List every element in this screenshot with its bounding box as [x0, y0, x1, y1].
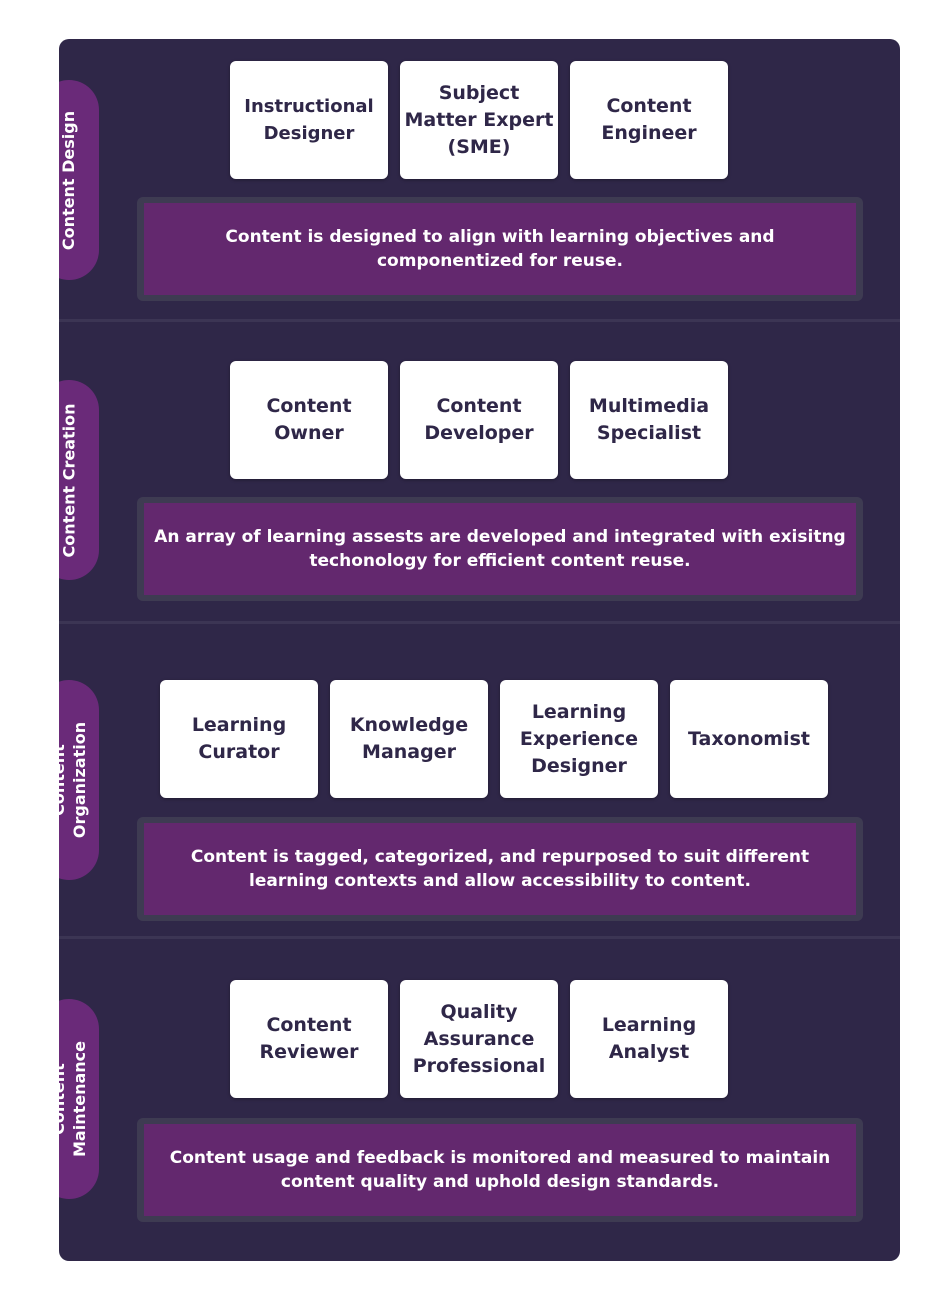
- role-card: Learning Curator: [160, 680, 318, 798]
- section-divider: [59, 319, 900, 322]
- role-card: Instructional Designer: [230, 61, 388, 179]
- description-box: An array of learning assests are develop…: [137, 497, 863, 601]
- description-text: An array of learning assests are develop…: [144, 503, 856, 595]
- description-box: Content is designed to align with learni…: [137, 197, 863, 301]
- section-tab-label: Content Maintenance: [59, 1040, 90, 1158]
- role-card: Content Developer: [400, 361, 558, 479]
- role-card: Multimedia Specialist: [570, 361, 728, 479]
- roles-diagram: Content Design Instructional Designer Su…: [59, 39, 900, 1261]
- section-tab: Content Creation: [59, 380, 99, 580]
- description-text: Content usage and feedback is monitored …: [144, 1124, 856, 1216]
- role-card: Taxonomist: [670, 680, 828, 798]
- role-card: Quality Assurance Professional: [400, 980, 558, 1098]
- role-card: Content Engineer: [570, 61, 728, 179]
- description-text: Content is tagged, categorized, and repu…: [144, 823, 856, 915]
- role-card: Content Owner: [230, 361, 388, 479]
- role-card: Learning Experience Designer: [500, 680, 658, 798]
- section-tab: Content Organization: [59, 680, 99, 880]
- section-content-organization: Content Organization Learning Curator Kn…: [59, 624, 900, 936]
- section-tab: Content Maintenance: [59, 999, 99, 1199]
- description-text: Content is designed to align with learni…: [144, 203, 856, 295]
- section-content-maintenance: Content Maintenance Content Reviewer Qua…: [59, 939, 900, 1261]
- section-divider: [59, 936, 900, 939]
- section-tab-label: Content Design: [59, 110, 79, 250]
- section-tab: Content Design: [59, 80, 99, 280]
- role-card: Learning Analyst: [570, 980, 728, 1098]
- role-card: Content Reviewer: [230, 980, 388, 1098]
- section-tab-label: Content Organization: [59, 721, 89, 839]
- description-box: Content usage and feedback is monitored …: [137, 1118, 863, 1222]
- section-content-creation: Content Creation Content Owner Content D…: [59, 322, 900, 621]
- section-content-design: Content Design Instructional Designer Su…: [59, 39, 900, 320]
- section-divider: [59, 621, 900, 624]
- role-card: Knowledge Manager: [330, 680, 488, 798]
- section-tab-label: Content Creation: [59, 402, 79, 558]
- description-box: Content is tagged, categorized, and repu…: [137, 817, 863, 921]
- role-card: Subject Matter Expert (SME): [400, 61, 558, 179]
